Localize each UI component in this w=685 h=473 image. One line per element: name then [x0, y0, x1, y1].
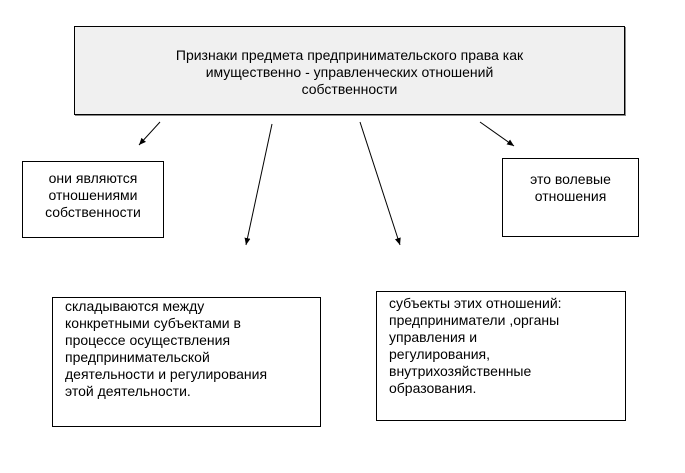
box-line: регулирования, — [389, 346, 491, 362]
box-line: конкретными субъектами в — [65, 315, 241, 331]
relation-subjects-box: субъекты этих отношений: предприниматели… — [376, 291, 626, 421]
box-line: они являются — [48, 170, 138, 186]
arrow-to-box-1 — [138, 121, 161, 146]
title-line: собственности — [301, 81, 398, 97]
property-relations-box: они являются отношениями собственности — [22, 161, 164, 238]
box-line: субъекты этих отношений: — [389, 295, 562, 311]
box-line: предприниматели ,органы — [389, 312, 560, 328]
box-line: складываются между — [65, 298, 205, 314]
title-box: Признаки предмета предпринимательского п… — [74, 26, 625, 115]
arrow-to-box-4 — [359, 121, 401, 246]
volitional-relations-box: это волевые отношения — [502, 158, 639, 237]
title-line: Признаки предмета предпринимательского п… — [175, 47, 524, 63]
box-line: деятельности и регулирования — [65, 366, 268, 382]
box-line: отношениями — [48, 187, 138, 203]
box-line: управления и — [389, 329, 478, 345]
box-line: это волевые — [530, 171, 611, 187]
box-line: процессе осуществления — [65, 332, 231, 348]
title-line: имущественно - управленческих отношений — [205, 64, 494, 80]
subjects-formation-box: складываются между конкретными субъектам… — [52, 297, 321, 427]
box-line: образования. — [389, 380, 477, 396]
box-line: этой деятельности. — [65, 383, 191, 399]
box-line: отношения — [534, 188, 607, 204]
box-line: собственности — [45, 204, 141, 220]
box-line: внутрихозяйственные — [389, 363, 532, 379]
box-line: предпринимательской — [65, 349, 210, 365]
arrow-to-box-2 — [479, 121, 515, 147]
arrow-to-box-3 — [244, 123, 273, 246]
